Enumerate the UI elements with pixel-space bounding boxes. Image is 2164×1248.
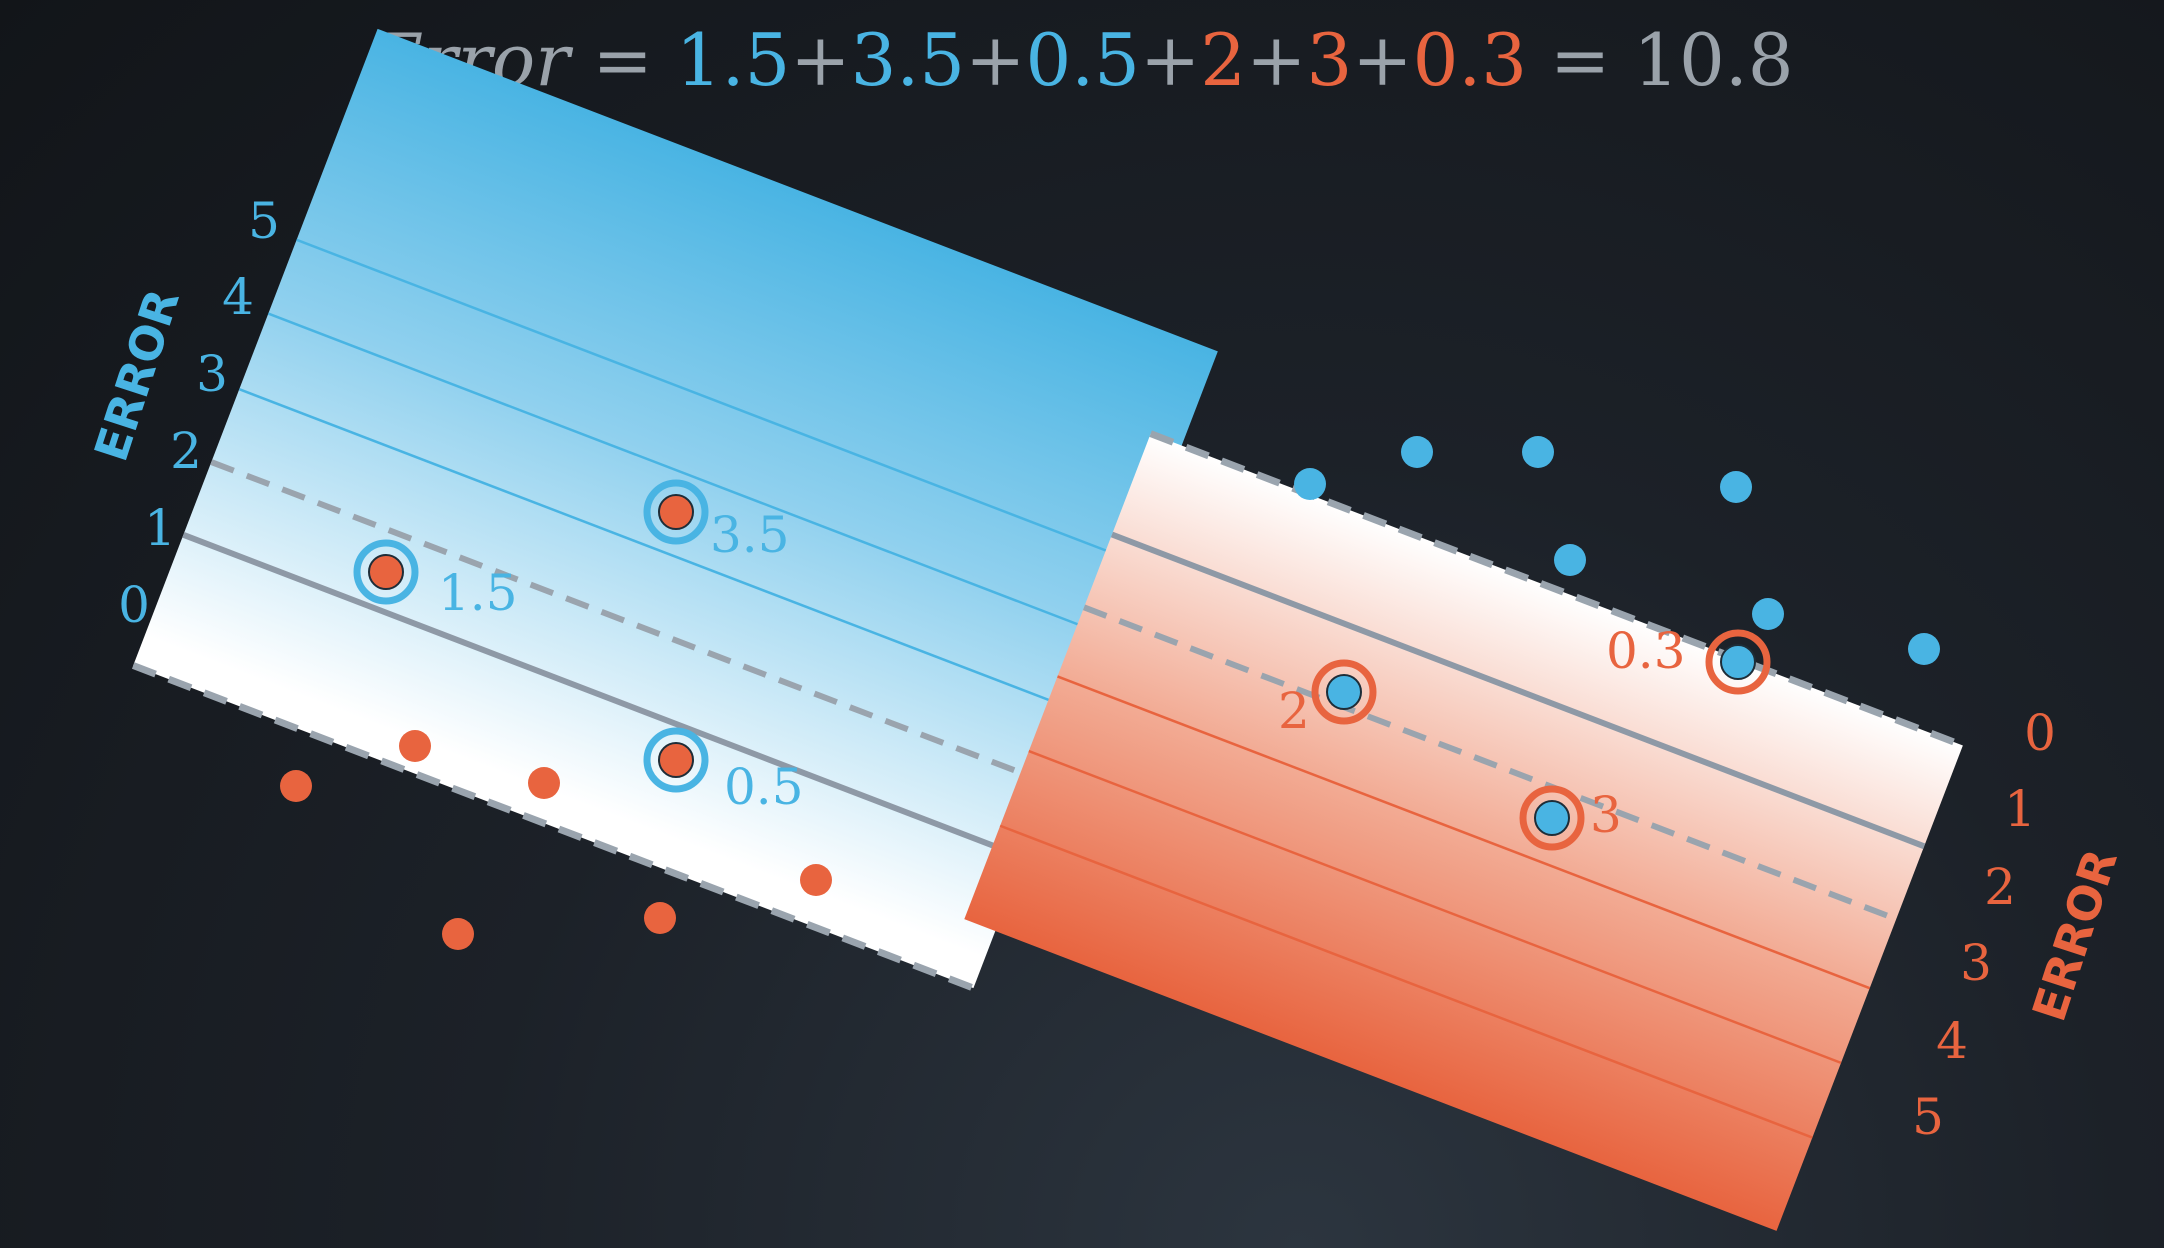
red-points	[280, 730, 832, 950]
blue-tick-4: 4	[222, 268, 254, 326]
red-tick-1: 1	[2004, 780, 2036, 838]
misclassified-blue-point-a	[1311, 659, 1377, 725]
blue-point	[1522, 436, 1554, 468]
blue-points	[1294, 436, 1940, 665]
blue-point	[1401, 436, 1433, 468]
misclassified-blue-point-c	[1519, 785, 1585, 851]
red-point	[280, 770, 312, 802]
blue-tick-0: 0	[118, 576, 150, 634]
blue-tick-3: 3	[196, 345, 228, 403]
red-tick-2: 2	[1984, 858, 2016, 916]
blue-error-label-2: 3.5	[710, 506, 790, 564]
red-margin-dashed-line	[1082, 604, 1898, 922]
red-tick-5: 5	[1912, 1088, 1944, 1146]
equation-equals: =	[592, 18, 653, 102]
red-error-label-2: 0.3	[1606, 622, 1686, 680]
misclassified-blue-points	[1311, 629, 1771, 851]
red-error-label-3: 3	[1590, 786, 1622, 844]
equation-plus: +	[1139, 18, 1201, 102]
red-tick-0: 0	[2024, 704, 2056, 762]
blue-error-label-1: 1.5	[438, 564, 518, 622]
misclassified-red-point-b	[643, 479, 709, 545]
equation-equals: =	[1549, 18, 1611, 102]
red-point	[528, 767, 560, 799]
equation-result: 10.8	[1633, 18, 1794, 102]
blue-error-label-3: 0.5	[724, 758, 804, 816]
red-point	[442, 918, 474, 950]
error-equation: Error = 1.5+3.5+0.5+2+3+0.3 = 10.8	[0, 18, 2164, 102]
misclassified-blue-point-b	[1705, 629, 1771, 695]
blue-point	[1554, 544, 1586, 576]
red-point	[644, 902, 676, 934]
red-tick-3: 3	[1960, 934, 1992, 992]
red-error-region	[964, 430, 1965, 1231]
misclassified-red-points	[353, 479, 709, 793]
blue-tick-2: 2	[170, 422, 202, 480]
blue-contour-lines	[238, 238, 1138, 713]
red-error-label-1: 2	[1278, 682, 1310, 740]
red-point	[399, 730, 431, 762]
equation-term-2: 3.5	[850, 18, 966, 102]
blue-point	[1720, 471, 1752, 503]
red-tick-4: 4	[1936, 1012, 1968, 1070]
blue-point	[1908, 633, 1940, 665]
error-labels: 1.5 3.5 0.5 2 0.3 3	[438, 506, 1686, 844]
red-point	[800, 864, 832, 896]
red-contour-lines	[999, 675, 1871, 1139]
equation-plus: +	[965, 18, 1026, 102]
blue-point	[1752, 598, 1784, 630]
equation-term-3: 0.5	[1025, 18, 1140, 102]
misclassified-red-point-c	[643, 727, 709, 793]
equation-term-4: 2	[1200, 18, 1247, 102]
equation-term-1: 1.5	[675, 18, 791, 102]
blue-tick-5: 5	[248, 192, 280, 250]
equation-plus: +	[790, 18, 851, 102]
boundary-line	[1110, 531, 1926, 850]
misclassified-red-point-a	[353, 539, 419, 605]
boundary-line	[182, 532, 1025, 861]
equation-term-5: 3	[1306, 18, 1353, 102]
blue-point	[1294, 468, 1326, 500]
red-edge-dashed-line	[1149, 430, 1965, 749]
red-axis-title: ERROR	[2022, 843, 2128, 1028]
equation-plus: +	[1246, 18, 1307, 102]
equation-term-6: 0.3	[1412, 18, 1528, 102]
equation-plus: +	[1352, 18, 1413, 102]
blue-tick-1: 1	[144, 499, 176, 557]
